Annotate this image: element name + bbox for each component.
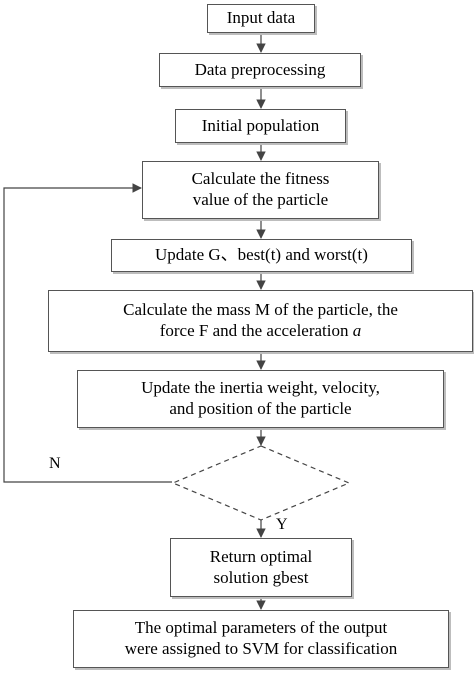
branch-yes-label: Y bbox=[276, 516, 288, 533]
loop-no-branch-line bbox=[3, 183, 172, 483]
return-optimal-box: Return optimal solution gbest bbox=[170, 538, 352, 597]
input-data-box: Input data bbox=[207, 4, 315, 33]
update-inertia-line-1: Update the inertia weight, velocity, bbox=[141, 378, 380, 398]
initial-population-box: Initial population bbox=[175, 109, 346, 143]
output-box: The optimal parameters of the output wer… bbox=[73, 610, 449, 668]
data-preprocessing-box: Data preprocessing bbox=[159, 53, 361, 87]
acceleration-symbol: a bbox=[352, 321, 362, 340]
calculate-fitness-line-2: value of the particle bbox=[192, 190, 329, 209]
update-best-worst-box: Update G、best(t) and worst(t) bbox=[111, 239, 412, 272]
update-inertia-line-2: and position of the particle bbox=[169, 399, 352, 418]
calculate-mass-box: Calculate the mass M of the particle, th… bbox=[48, 290, 473, 352]
input-data-label: Input data bbox=[226, 8, 296, 28]
calculate-mass-line-1: Calculate the mass M of the particle, th… bbox=[123, 300, 398, 320]
decision-diamond bbox=[171, 445, 351, 521]
update-best-worst-label: Update G、best(t) and worst(t) bbox=[155, 245, 368, 265]
data-preprocessing-label: Data preprocessing bbox=[194, 59, 326, 79]
decision-label bbox=[191, 457, 331, 509]
branch-no-label: N bbox=[49, 455, 61, 472]
calculate-mass-line-2-wrap: force F and the acceleration a bbox=[160, 321, 362, 342]
update-inertia-box: Update the inertia weight, velocity, and… bbox=[77, 370, 444, 428]
output-line-1: The optimal parameters of the output bbox=[134, 618, 388, 638]
calculate-fitness-line-1: Calculate the fitness bbox=[191, 169, 330, 189]
calculate-mass-line-2: force F and the acceleration bbox=[159, 321, 349, 340]
return-optimal-line-2: solution gbest bbox=[213, 567, 309, 587]
calculate-fitness-box: Calculate the fitness value of the parti… bbox=[142, 161, 379, 219]
return-optimal-line-1: Return optimal bbox=[209, 546, 313, 566]
initial-population-label: Initial population bbox=[201, 115, 320, 135]
output-line-2: were assigned to SVM for classification bbox=[124, 639, 398, 658]
